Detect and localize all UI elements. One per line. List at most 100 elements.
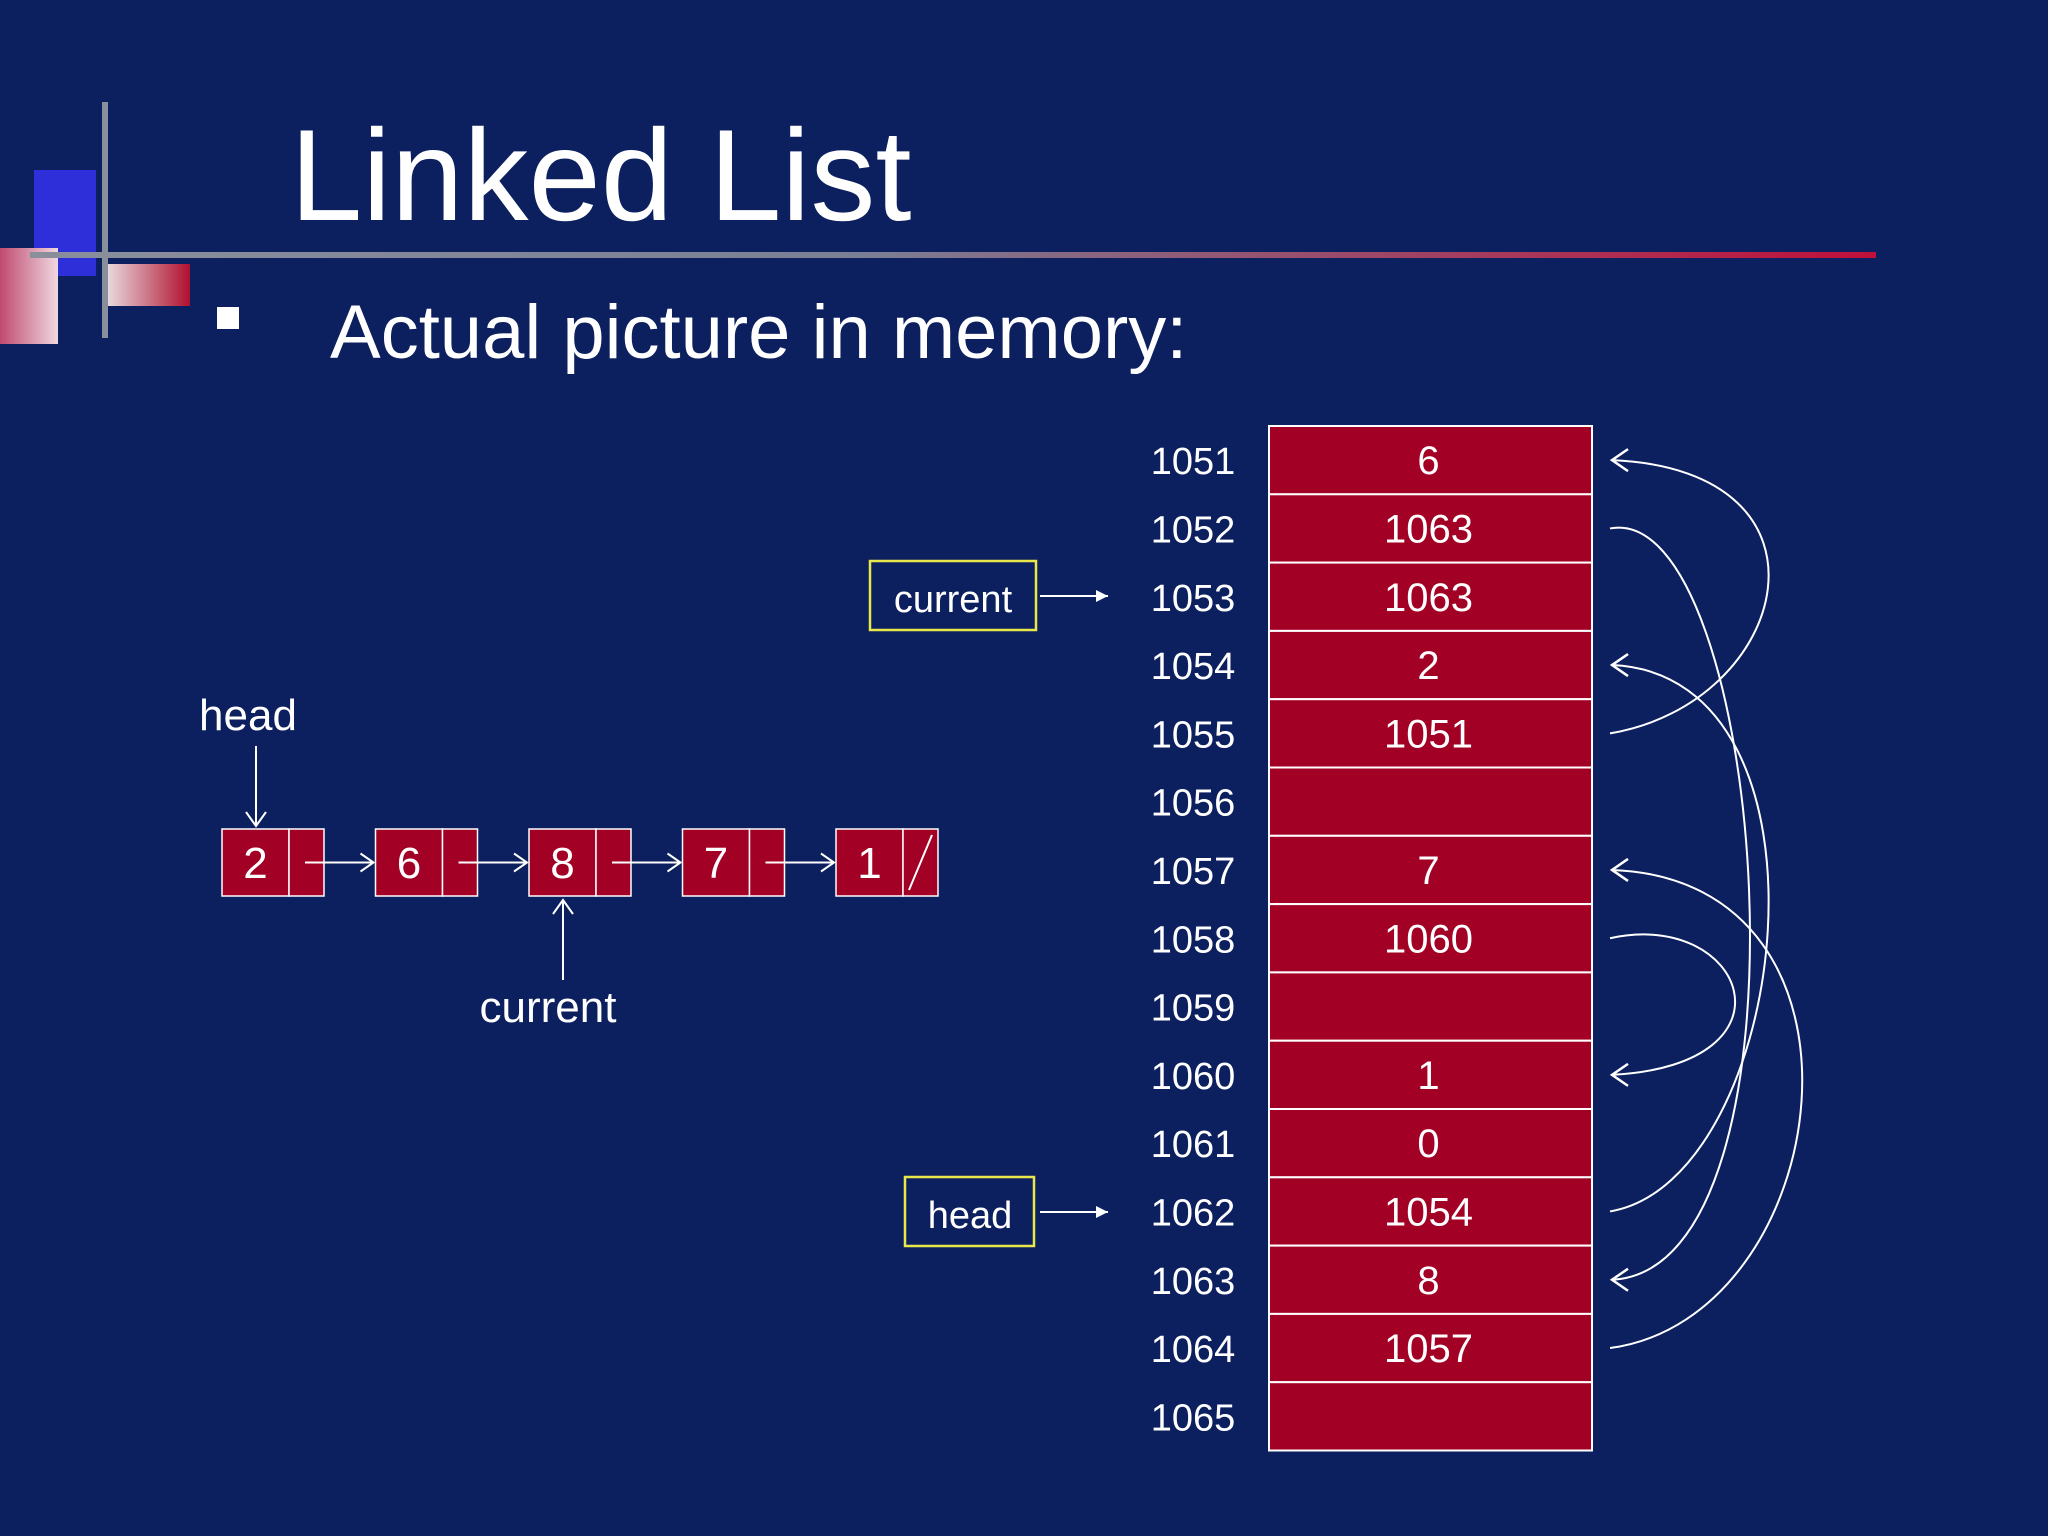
memory-row: 1054 2 [1151,629,1593,701]
memory-address: 1054 [1151,646,1236,688]
memory-address: 1060 [1151,1056,1236,1098]
memory-cell [1268,698,1593,769]
list-node: 8 [528,828,632,897]
memory-value: 7 [1417,849,1439,893]
memory-address: 1059 [1151,988,1236,1030]
memory-address: 1061 [1151,1124,1236,1166]
memory-address: 1063 [1151,1261,1236,1303]
memory-address: 1056 [1151,783,1236,825]
memory-current-label: current [894,579,1013,621]
memory-cell [1268,903,1593,974]
memory-row: 1063 8 [1151,1244,1593,1315]
bullet-text: Actual picture in memory: [330,290,1188,375]
link-arrowhead [1609,653,1629,678]
next-arrow [458,852,529,873]
memory-cell [1268,1039,1593,1110]
list-node: 1 [835,828,939,897]
memory-address: 1062 [1151,1192,1236,1234]
memory-value: 1060 [1384,917,1473,961]
deco-vertical-rule [102,102,108,338]
link-arrowhead [1609,1062,1629,1087]
bullet-square-icon [217,307,239,329]
memory-row: 1062 1054 [1151,1176,1593,1247]
memory-value: 1051 [1384,712,1473,756]
memory-link [1609,653,1770,1213]
next-arrow [305,852,376,873]
memory-cell [1268,1312,1593,1384]
memory-row: 1064 1057 [1151,1312,1593,1384]
memory-row: 1065 [1151,1381,1593,1452]
null-pointer-slash [908,834,933,891]
memory-link [1609,933,1736,1087]
deco-pink-square [0,248,58,344]
memory-address: 1055 [1151,714,1236,756]
memory-cell [1268,629,1593,701]
current-label: current [480,983,617,1032]
memory-link [1609,448,1770,735]
memory-cell [1268,1244,1593,1315]
node-value-cell [374,828,444,897]
memory-address: 1052 [1151,509,1236,551]
link-arrowhead [1609,1267,1629,1292]
memory-value: 1063 [1384,507,1473,551]
head-pointer-arrow [245,746,267,828]
memory-row: 1060 1 [1151,1039,1593,1110]
memory-address: 1064 [1151,1329,1236,1371]
link-arrowhead [1609,448,1629,473]
node-value: 7 [704,839,728,888]
memory-address: 1065 [1151,1397,1236,1439]
memory-row: 1053 1063 [1151,561,1593,632]
memory-value: 6 [1417,439,1439,483]
node-value-cell [681,828,751,897]
deco-red-bar [108,264,190,306]
link-arrowhead [1609,857,1629,882]
memory-links [1609,448,1804,1350]
memory-row: 1057 7 [1151,834,1593,906]
list-nodes: 2 6 8 7 1 [221,828,939,897]
memory-value: 1054 [1384,1190,1473,1234]
memory-row: 1052 1063 [1151,493,1593,564]
memory-pointer-current: current [868,559,1108,632]
memory-link [1609,526,1751,1292]
memory-value: 1 [1417,1054,1439,1098]
memory-link [1609,857,1804,1350]
node-value: 2 [243,839,267,888]
memory-cell [1268,493,1593,564]
memory-row: 1058 1060 [1151,903,1593,974]
memory-cell [1268,766,1593,837]
head-label: head [199,691,297,740]
memory-value: 0 [1417,1122,1439,1166]
node-value: 1 [857,839,881,888]
memory-cell [1268,425,1593,496]
memory-address: 1053 [1151,578,1236,620]
memory-head-label: head [928,1195,1013,1237]
node-value-cell [528,828,597,897]
node-value-cell [835,828,904,897]
next-arrow [612,852,683,873]
memory-cell [1268,1108,1593,1179]
memory-cell [1268,561,1593,632]
memory-row: 1056 [1151,766,1593,837]
memory-cell [1268,1381,1593,1452]
next-arrow [765,852,836,873]
current-pointer-arrow [552,898,574,980]
memory-value: 1063 [1384,576,1473,620]
logical-list: head 2 6 8 7 1 current [199,691,939,1032]
memory-row: 1061 0 [1151,1108,1593,1179]
list-node: 7 [681,828,786,897]
memory-value: 2 [1417,644,1439,688]
memory-address: 1058 [1151,919,1236,961]
memory-row: 1059 [1151,971,1593,1042]
node-value: 8 [550,839,574,888]
memory-cell [1268,971,1593,1042]
node-value: 6 [397,839,421,888]
memory-value: 1057 [1384,1327,1473,1371]
memory-value: 8 [1417,1259,1439,1303]
title-underline [30,252,1876,258]
memory-address: 1057 [1151,851,1236,893]
